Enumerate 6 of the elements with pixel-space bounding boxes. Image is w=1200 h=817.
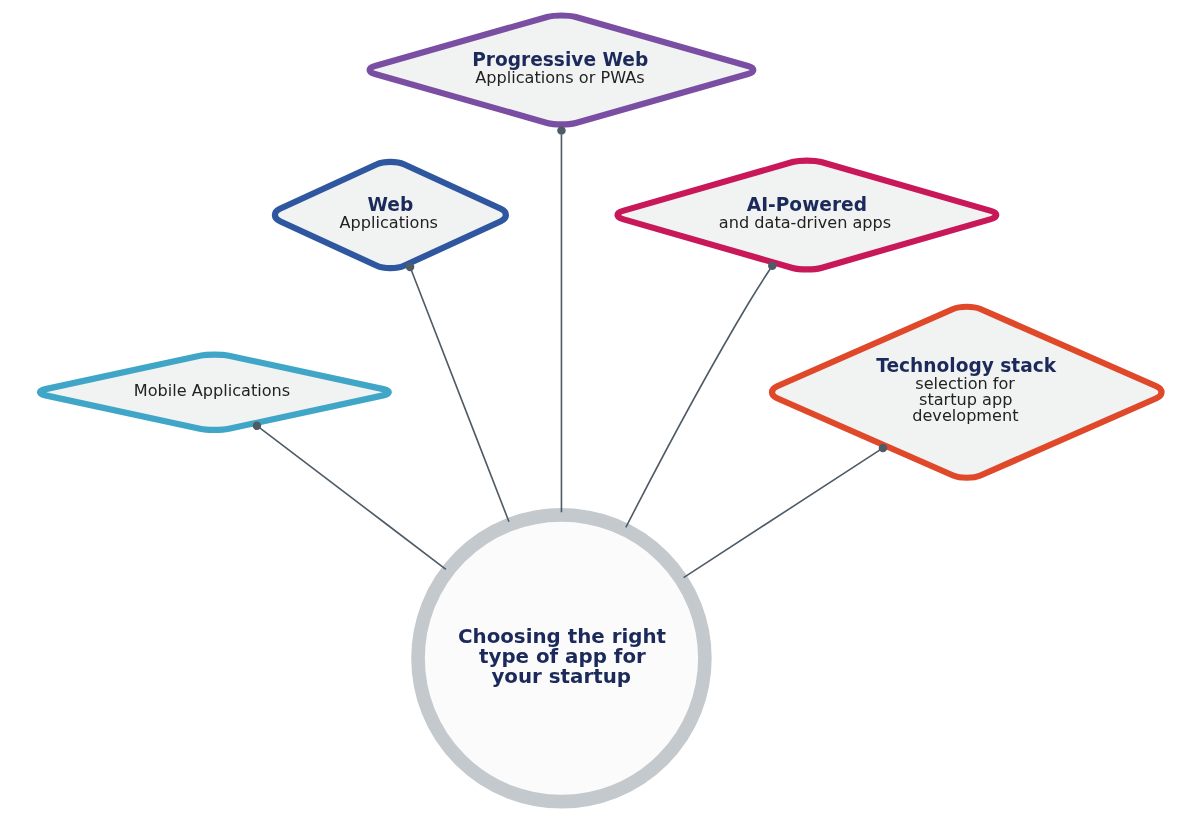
connector [556, 126, 566, 513]
connector [682, 443, 887, 579]
connector [405, 262, 510, 523]
connector [624, 261, 777, 529]
node-circle: Choosing the right type of app for your startup [410, 508, 712, 809]
connector [252, 421, 447, 571]
